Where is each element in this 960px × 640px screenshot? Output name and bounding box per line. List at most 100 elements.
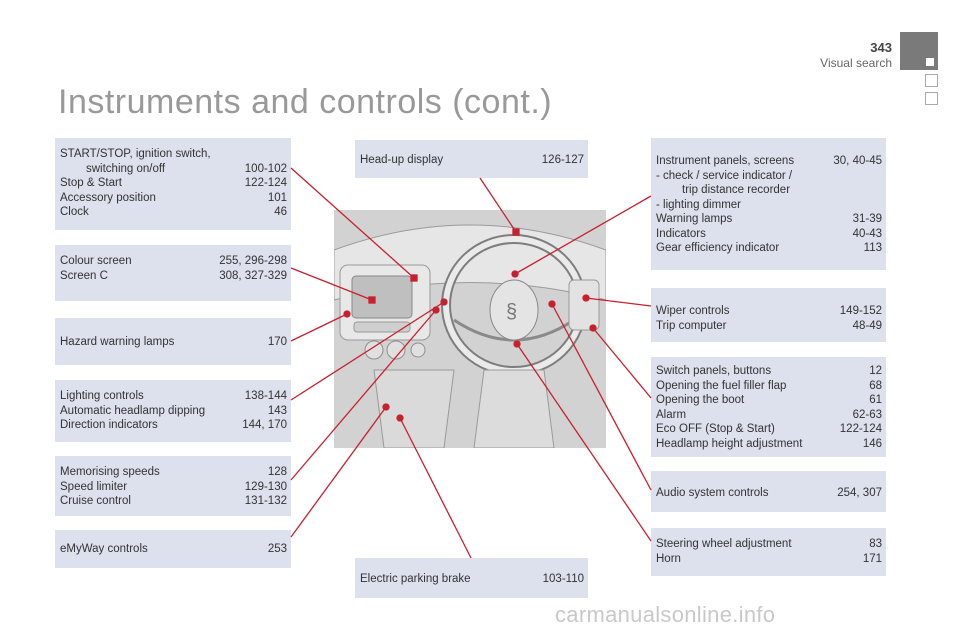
entry-label: Warning lamps (656, 213, 733, 225)
entry-row: Clock 46 (60, 205, 287, 220)
entry-label: - check / service indicator / (656, 169, 793, 182)
entry-page: 101 (267, 191, 287, 204)
section-label: Visual search (820, 56, 892, 70)
entry-label: Memorising speeds (60, 466, 160, 478)
entry-label: Opening the fuel filler flap (656, 379, 787, 392)
entry-page: 143 (267, 404, 287, 417)
entry-label: Trip computer (656, 319, 727, 332)
entry-page: 61 (869, 394, 882, 406)
entry-label: Screen C (60, 269, 108, 282)
page-title: Instruments and controls (cont.) (58, 83, 553, 121)
entry-row: Horn 171 (656, 552, 882, 567)
entry-label: Horn (656, 552, 681, 565)
entry-row: Trip computer 48-49 (656, 319, 882, 334)
entry-label: Hazard warning lamps (60, 336, 175, 348)
entry-row: Indicators 40-43 (656, 227, 882, 242)
entry-page: 100-102 (244, 162, 287, 175)
box-parking-brake: Electric parking brake 103-110 (355, 558, 588, 598)
entry-row: - lighting dimmer (656, 198, 882, 213)
entry-label: trip distance recorder (682, 184, 791, 196)
entry-label: Stop & Start (60, 177, 123, 189)
dashboard-drawing: § (334, 210, 606, 448)
entry-row: - check / service indicator / (656, 169, 882, 184)
section-tab (900, 32, 938, 70)
entry-label: Cruise control (60, 495, 131, 507)
entry-label: Instrument panels, screens (656, 155, 795, 167)
entry-label: Lighting controls (60, 390, 144, 402)
entry-label: Opening the boot (656, 394, 745, 406)
entry-row: Cruise control 131-132 (60, 494, 287, 509)
entry-page: 122-124 (244, 177, 287, 189)
entry-row: trip distance recorder (656, 183, 882, 198)
entry-label: Audio system controls (656, 487, 769, 499)
entry-row: Stop & Start 122-124 (60, 176, 287, 191)
svg-text:§: § (506, 301, 517, 323)
entry-page: 48-49 (852, 319, 882, 332)
entry-label: Electric parking brake (360, 573, 471, 585)
entry-page: 131-132 (244, 495, 287, 507)
entry-label: Alarm (656, 408, 687, 421)
entry-page: 68 (869, 379, 882, 392)
entry-row: Screen C 308, 327-329 (60, 269, 287, 284)
entry-label: Automatic headlamp dipping (60, 404, 206, 417)
entry-page: 146 (862, 437, 882, 450)
entry-page: 144, 170 (242, 419, 287, 431)
entry-page: 40-43 (852, 227, 882, 240)
entry-label: Switch panels, buttons (656, 365, 772, 377)
entry-row: START/STOP, ignition switch, (60, 147, 287, 162)
entry-page: 149-152 (839, 305, 882, 317)
entry-page: 170 (267, 336, 287, 348)
entry-page: 46 (274, 206, 287, 218)
entry-row: Hazard warning lamps 170 (60, 335, 287, 350)
entry-page: 171 (862, 552, 882, 565)
entry-row: Electric parking brake 103-110 (360, 572, 584, 587)
box-instrument-panels: Instrument panels, screens 30, 40-45 - che… (651, 138, 886, 270)
entry-label: Speed limiter (60, 480, 128, 493)
entry-row: Automatic headlamp dipping 143 (60, 404, 287, 419)
entry-row: Warning lamps 31-39 (656, 212, 882, 227)
entry-row: Accessory position 101 (60, 191, 287, 206)
entry-label: Clock (60, 206, 89, 218)
entry-row: switching on/off 100-102 (60, 162, 287, 177)
entry-page: 12 (869, 365, 882, 377)
entry-page: 30, 40-45 (833, 155, 882, 167)
entry-row: Alarm 62-63 (656, 408, 882, 423)
entry-label: eMyWay controls (60, 543, 148, 555)
entry-label: switching on/off (86, 162, 166, 175)
tab-box-icon (925, 74, 938, 87)
entry-page: 308, 327-329 (219, 269, 287, 282)
entry-row: Opening the fuel filler flap 68 (656, 379, 882, 394)
entry-page: 83 (869, 538, 882, 550)
entry-label: Colour screen (60, 255, 132, 267)
box-start-stop: START/STOP, ignition switch,switching on… (55, 138, 291, 230)
page-number: 343 (870, 40, 892, 55)
entry-page: 62-63 (852, 408, 882, 421)
entry-label: Wiper controls (656, 305, 730, 317)
entry-page: 103-110 (542, 573, 584, 585)
entry-label: Gear efficiency indicator (656, 242, 780, 254)
entry-label: Indicators (656, 227, 706, 240)
entry-row: Wiper controls 149-152 (656, 304, 882, 319)
watermark: carmanualsonline.info (555, 602, 776, 627)
entry-label: Accessory position (60, 191, 156, 204)
entry-page: 31-39 (852, 213, 882, 225)
